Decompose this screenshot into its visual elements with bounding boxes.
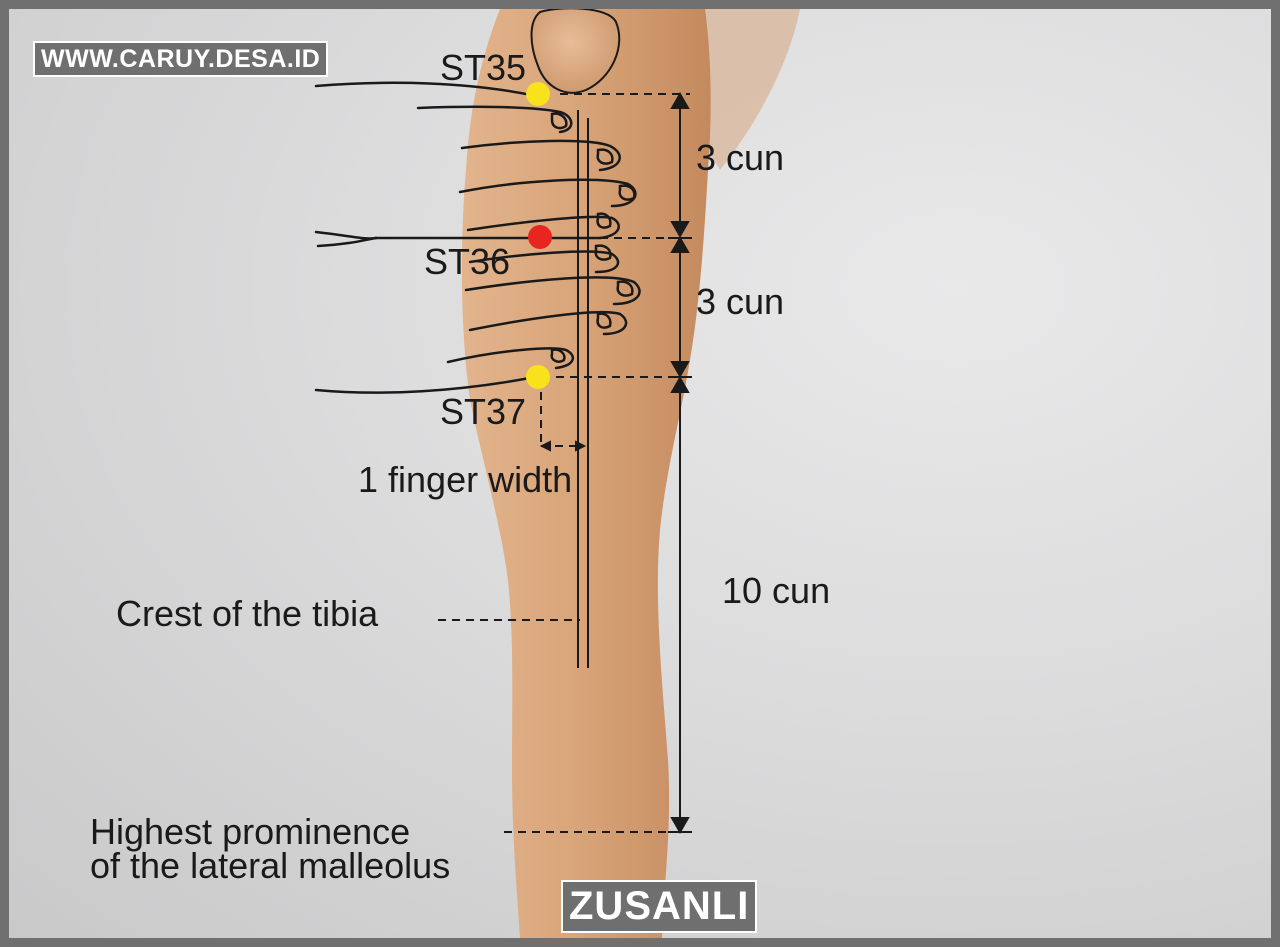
malleolus-label-line1: Highest prominence (90, 811, 410, 852)
lower-cun-label: 10 cun (722, 570, 830, 611)
measure-arrows (539, 91, 692, 835)
st35-label: ST35 (440, 47, 526, 88)
malleolus-label-line2: of the lateral malleolus (90, 845, 450, 886)
patella (530, 9, 621, 94)
st37-point (526, 365, 550, 389)
title-badge: ZUSANLI (561, 880, 758, 933)
tibia-crest-label: Crest of the tibia (116, 593, 379, 634)
watermark-badge: WWW.CARUY.DESA.ID (33, 41, 329, 77)
finger-width-label: 1 finger width (358, 459, 572, 500)
back-thigh (690, 9, 800, 170)
leg-shape (461, 9, 711, 938)
st37-label: ST37 (440, 391, 526, 432)
upper-cun-label: 3 cun (696, 137, 784, 178)
st36-label: ST36 (424, 241, 510, 282)
acupuncture-diagram: ST35 ST36 ST37 3 cun 3 cun 10 cun 1 fing… (90, 9, 830, 938)
st36-point (528, 225, 552, 249)
st35-point (526, 82, 550, 106)
middle-cun-label: 3 cun (696, 281, 784, 322)
hand-outline (314, 81, 641, 394)
